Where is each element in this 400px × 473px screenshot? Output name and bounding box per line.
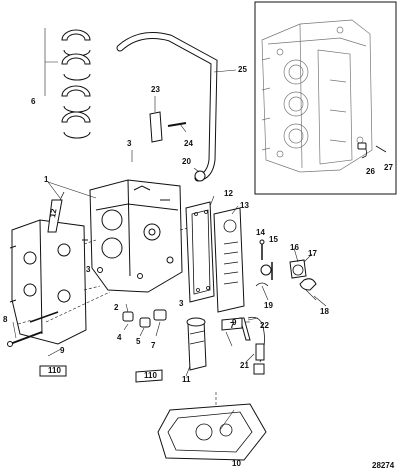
inset-engine-view	[254, 1, 397, 195]
callout-16: 16	[290, 243, 299, 252]
callout-5: 5	[136, 337, 141, 346]
callout-17: 17	[308, 249, 317, 258]
callout-3a: 3	[127, 139, 132, 148]
sensor-21-22	[242, 316, 265, 375]
tube-label-110b: 110	[48, 366, 61, 375]
callout-7: 7	[151, 341, 156, 350]
callout-2: 2	[114, 303, 119, 312]
callout-8: 8	[3, 315, 8, 324]
callout-11: 11	[182, 375, 191, 384]
hose-25	[116, 32, 237, 182]
alignment-lines	[17, 225, 197, 325]
cover-plate-12	[185, 201, 215, 303]
tube-label-12: 12	[48, 207, 59, 218]
thermostat-16-17-18	[289, 259, 317, 301]
callout-15: 15	[269, 235, 278, 244]
figure-number: 28274	[372, 461, 395, 470]
callout-labels: 1 2 3 3 3 4 5 6 7 8 9 10 11 12 13 14 15 …	[3, 65, 393, 468]
callout-22: 22	[260, 321, 269, 330]
bolts-8	[7, 311, 59, 347]
callout-18: 18	[320, 307, 329, 316]
callout-13: 13	[240, 201, 249, 210]
tube-label-110a: 110	[144, 371, 157, 380]
leader-lines	[12, 150, 327, 431]
tube-label-9: 9	[232, 318, 237, 327]
callout-25: 25	[238, 65, 247, 74]
callout-9: 9	[60, 346, 65, 355]
seal-rings	[44, 28, 91, 139]
gasket-10	[157, 392, 267, 461]
callout-6: 6	[31, 97, 36, 106]
plugs-2-4-5	[122, 303, 167, 337]
callout-1: 1	[44, 175, 49, 184]
callout-3b: 3	[86, 265, 91, 274]
callout-14: 14	[256, 228, 265, 237]
sealant-tubes	[39, 191, 243, 383]
callout-21: 21	[240, 361, 249, 370]
callout-20: 20	[182, 157, 191, 166]
callout-26: 26	[366, 167, 375, 176]
callout-23: 23	[151, 85, 160, 94]
callout-10: 10	[232, 459, 241, 468]
callout-24: 24	[184, 139, 193, 148]
cover-13	[213, 207, 245, 313]
callout-19: 19	[264, 301, 273, 310]
tube-labels: 12 7 110 110 9	[48, 207, 237, 380]
callout-12: 12	[224, 189, 233, 198]
screws-14-15-19	[255, 239, 273, 287]
oil-filter-11	[186, 317, 207, 371]
callout-3c: 3	[179, 299, 184, 308]
clamp-20	[193, 167, 206, 182]
tube-label-7: 7	[230, 321, 235, 330]
cylinder-head	[9, 219, 88, 345]
callout-4: 4	[117, 333, 122, 342]
bracket-23	[149, 96, 187, 143]
crankcase-block	[89, 179, 183, 293]
callout-27: 27	[384, 163, 393, 172]
